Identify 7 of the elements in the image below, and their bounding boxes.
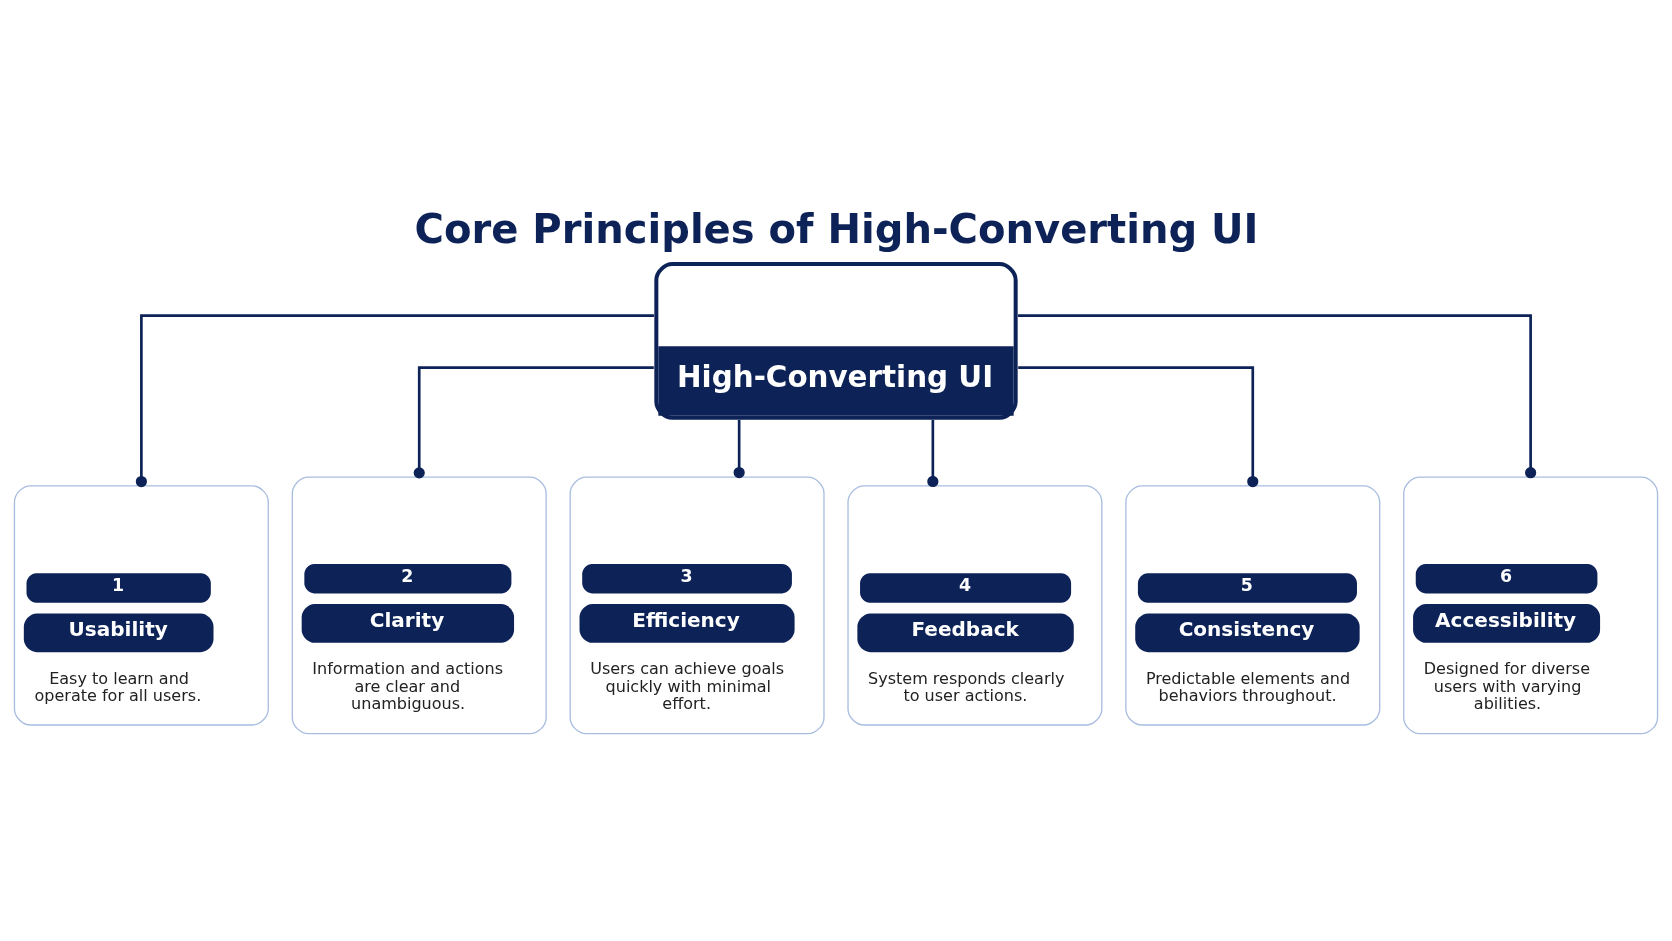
connector — [927, 419, 939, 488]
connector — [413, 366, 654, 479]
connector — [1018, 366, 1259, 488]
connector — [1018, 314, 1537, 479]
diagram-title: Core Principles of High-Converting UI — [414, 206, 1259, 253]
connector — [135, 314, 654, 488]
connector — [733, 419, 745, 479]
